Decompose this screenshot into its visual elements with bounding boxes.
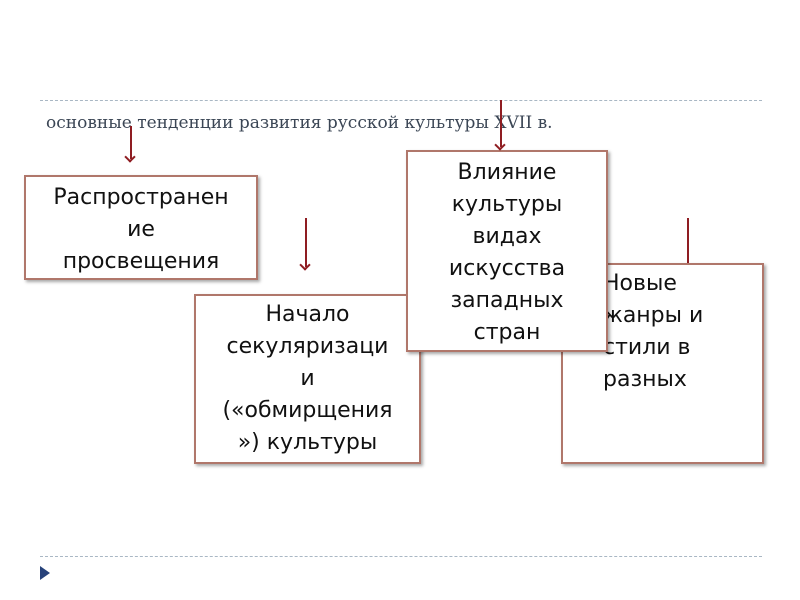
box-enlightenment: Распространен ие просвещения <box>24 175 258 280</box>
box-secularization: Начало секуляризаци и («обмирщения ») ку… <box>194 294 421 464</box>
down-arrow-icon <box>500 100 502 147</box>
triangle-bullet-icon[interactable] <box>40 566 50 580</box>
slide-subtitle: основные тенденции развития русской куль… <box>46 113 553 133</box>
down-arrow-icon <box>687 218 689 267</box>
top-divider <box>40 100 762 101</box>
bottom-divider <box>40 556 762 557</box>
down-arrow-icon <box>305 218 307 267</box>
down-arrow-icon <box>130 126 132 159</box>
box-western-influence: Влияние культуры видах искусства западны… <box>406 150 608 352</box>
box-new-genres: Новые жанры и стили в разных <box>561 263 764 464</box>
